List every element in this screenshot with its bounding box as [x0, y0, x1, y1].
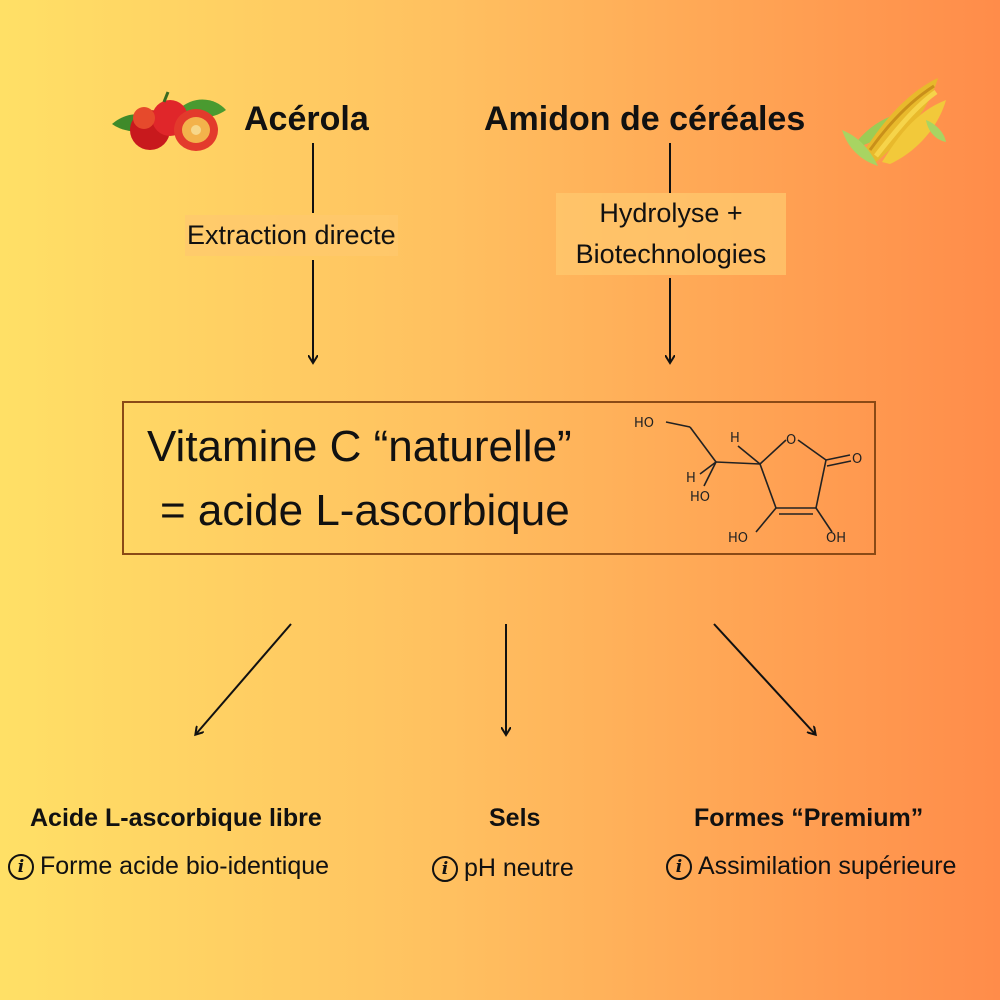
acerola-illustration	[112, 91, 226, 151]
acerola-process-label: Extraction directe	[185, 215, 398, 256]
arrow-to-libre	[196, 623, 292, 734]
output-sels-note-text: pH neutre	[464, 854, 574, 882]
output-premium-title: Formes “Premium”	[694, 804, 924, 832]
info-icon: i	[432, 855, 458, 882]
vitamin-c-title: Vitamine C “naturelle”	[147, 422, 572, 471]
molecule-ho-mid: HO	[690, 490, 710, 505]
arrow-to-premium	[713, 623, 815, 734]
output-premium-note: i Assimilation supérieure	[666, 852, 956, 881]
vitamin-c-subtitle: = acide L-ascorbique	[160, 486, 570, 535]
output-sels-title: Sels	[489, 804, 541, 832]
info-icon: i	[8, 853, 34, 880]
output-sels-note: i pH neutre	[432, 854, 574, 883]
vitamin-c-box	[122, 401, 876, 555]
molecule-o-keto: O	[852, 452, 862, 467]
molecule-oh-bottom: OH	[826, 531, 846, 546]
cereal-process-line-1: Hydrolyse +	[599, 198, 743, 228]
cereal-process-line-2: Biotechnologies	[575, 239, 767, 269]
molecule-o-ring: O	[786, 433, 796, 448]
molecule-h-lower: H	[686, 471, 696, 486]
cereal-process-label: Hydrolyse + Biotechnologies	[556, 193, 786, 275]
output-libre-note-text: Forme acide bio-identique	[40, 852, 330, 880]
molecule-ho-top: HO	[634, 416, 654, 431]
output-premium-note-text: Assimilation supérieure	[698, 852, 957, 880]
corn-illustration	[842, 78, 946, 166]
ascorbic-acid-molecule: HO H H HO O O HO OH	[634, 416, 862, 546]
output-libre-title: Acide L-ascorbique libre	[30, 804, 322, 832]
molecule-h-upper: H	[730, 431, 740, 446]
info-icon: i	[666, 853, 692, 880]
cereal-title: Amidon de céréales	[484, 100, 806, 138]
acerola-title: Acérola	[244, 100, 369, 138]
output-libre-note: i Forme acide bio-identique	[8, 852, 329, 881]
molecule-ho-bottom: HO	[728, 531, 748, 546]
